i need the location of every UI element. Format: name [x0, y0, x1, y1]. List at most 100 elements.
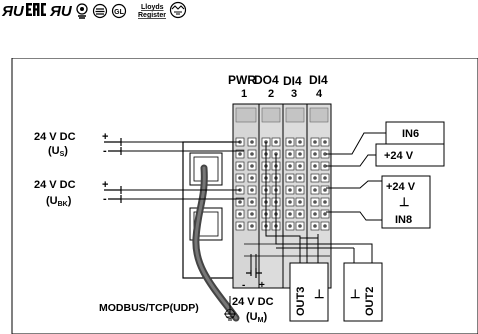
module-number-4: 4 [316, 88, 323, 100]
um-label: (UM) [246, 311, 267, 324]
terminal-contact-pwr-0-3 [238, 176, 242, 180]
ubk-minus: - [103, 193, 107, 205]
in8-wires [326, 180, 382, 221]
terminal-contact-di4a-0-6 [288, 212, 292, 216]
terminal-contact-pwr-1-3 [250, 176, 254, 180]
terminal-contact-pwr-1-7 [250, 224, 254, 228]
terminal-contact-pwr-1-0 [250, 140, 254, 144]
ul-recognized-icon-2: ЯU [49, 3, 73, 20]
module-label-di4a: DI4 [283, 74, 302, 88]
terminal-contact-di4b-0-2 [313, 164, 317, 168]
ul-recognized-icon: ЯU [1, 3, 25, 20]
svg-text:ЯU: ЯU [1, 3, 25, 20]
dnv-icon [92, 3, 108, 19]
ground-icon [224, 296, 236, 321]
terminal-contact-pwr-0-1 [238, 152, 242, 156]
module-number-3: 3 [291, 88, 297, 100]
terminal-contact-di4b-1-0 [323, 140, 327, 144]
terminal-contact-di4b-1-3 [323, 176, 327, 180]
lloyds-register-icon: Lloyds Register [138, 4, 166, 19]
terminal-contact-di4a-0-4 [288, 188, 292, 192]
module-label-di4b: DI4 [309, 73, 328, 87]
us-minus: - [103, 145, 107, 157]
terminal-contact-di4b-1-4 [323, 188, 327, 192]
ubk-voltage-label: 24 V DC [34, 179, 76, 191]
bus-coupler [182, 141, 234, 279]
in6-label: IN6 [402, 128, 419, 140]
terminal-contact-do4-0-0 [264, 140, 268, 144]
terminal-contact-di4a-1-6 [298, 212, 302, 216]
module-label-do4: DO4 [254, 73, 279, 87]
terminal-contact-di4a-0-5 [288, 200, 292, 204]
terminal-contact-pwr-1-2 [250, 164, 254, 168]
us-plus: + [102, 131, 108, 143]
terminal-contact-di4a-1-3 [298, 176, 302, 180]
module-di4a [282, 103, 308, 289]
terminal-contact-di4b-0-0 [313, 140, 317, 144]
terminal-contact-di4b-0-6 [313, 212, 317, 216]
atex-icon [76, 3, 88, 19]
out3-box [289, 262, 329, 322]
ubk-plus: + [102, 179, 108, 191]
ubk-label: (UBK) [46, 195, 72, 208]
terminal-contact-di4a-0-0 [288, 140, 292, 144]
module-label-pwr: PWR [228, 73, 256, 87]
terminal-contact-pwr-1-1 [250, 152, 254, 156]
supply-us: 24 V DC (US) + - [34, 131, 244, 158]
in6-supply-label: +24 V [384, 150, 414, 162]
certification-marks: ЯU ЯU GL Lloyds Register [1, 1, 187, 20]
terminal-contact-di4a-0-2 [288, 164, 292, 168]
ethernet-cable-core [194, 166, 238, 320]
terminal-contact-di4a-1-1 [298, 152, 302, 156]
terminal-contact-do4-1-0 [274, 140, 278, 144]
um-minus: - [242, 280, 245, 291]
out3-label: OUT3 [295, 287, 307, 316]
bus-jumpers [244, 243, 330, 257]
terminal-contact-pwr-0-6 [238, 212, 242, 216]
gl-mark-text: GL [114, 9, 124, 16]
svg-text:ЯU: ЯU [49, 3, 73, 20]
terminal-contact-do4-1-1 [274, 152, 278, 156]
module-do4 [258, 103, 284, 289]
terminal-contact-di4b-0-7 [313, 224, 317, 228]
terminal-contact-pwr-0-2 [238, 164, 242, 168]
terminal-contact-di4b-1-7 [323, 224, 327, 228]
terminal-contact-pwr-1-5 [250, 200, 254, 204]
us-voltage-label: 24 V DC [34, 131, 76, 143]
terminal-contact-di4b-1-6 [323, 212, 327, 216]
module-pwr [232, 103, 260, 289]
wiring-diagram: PWR DO4 DI4 DI4 1 2 3 4 24 V DC (US) + - [11, 58, 478, 334]
terminal-contact-di4b-0-5 [313, 200, 317, 204]
supply-um: - + 24 V DC (UM) [232, 254, 274, 324]
modbus-label: MODBUS/TCP(UDP) [99, 302, 199, 314]
out2-label: OUT2 [364, 287, 376, 316]
terminal-contact-di4a-0-7 [288, 224, 292, 228]
terminal-contact-di4a-0-3 [288, 176, 292, 180]
out2-gnd-symbol: ⊥ [350, 287, 360, 301]
terminal-contact-di4a-1-0 [298, 140, 302, 144]
module-di4b [306, 103, 332, 289]
register-text: Register [138, 12, 166, 19]
terminal-contact-di4b-1-2 [323, 164, 327, 168]
us-label: (US) [48, 145, 68, 158]
in8-supply-label: +24 V [386, 181, 416, 193]
in8-gnd-symbol: ⊥ [399, 195, 409, 209]
terminal-contact-di4b-0-3 [313, 176, 317, 180]
um-plus: + [259, 280, 265, 291]
terminal-contact-pwr-0-7 [238, 224, 242, 228]
um-voltage-label: 24 V DC [232, 296, 274, 308]
terminal-contact-di4a-1-5 [298, 200, 302, 204]
diagram-frame [11, 58, 478, 334]
terminal-contact-di4a-0-1 [288, 152, 292, 156]
terminal-contact-di4b-1-1 [323, 152, 327, 156]
terminal-contact-di4a-1-4 [298, 188, 302, 192]
terminal-contact-di4b-0-4 [313, 188, 317, 192]
terminal-contact-pwr-1-6 [250, 212, 254, 216]
eac-icon [26, 3, 46, 16]
terminal-contact-di4a-1-7 [298, 224, 302, 228]
abs-eagle-icon [169, 1, 187, 19]
terminal-contact-pwr-0-5 [238, 200, 242, 204]
terminal-contact-pwr-1-4 [250, 188, 254, 192]
out3-gnd-symbol: ⊥ [314, 287, 324, 301]
out2-box [343, 262, 383, 322]
